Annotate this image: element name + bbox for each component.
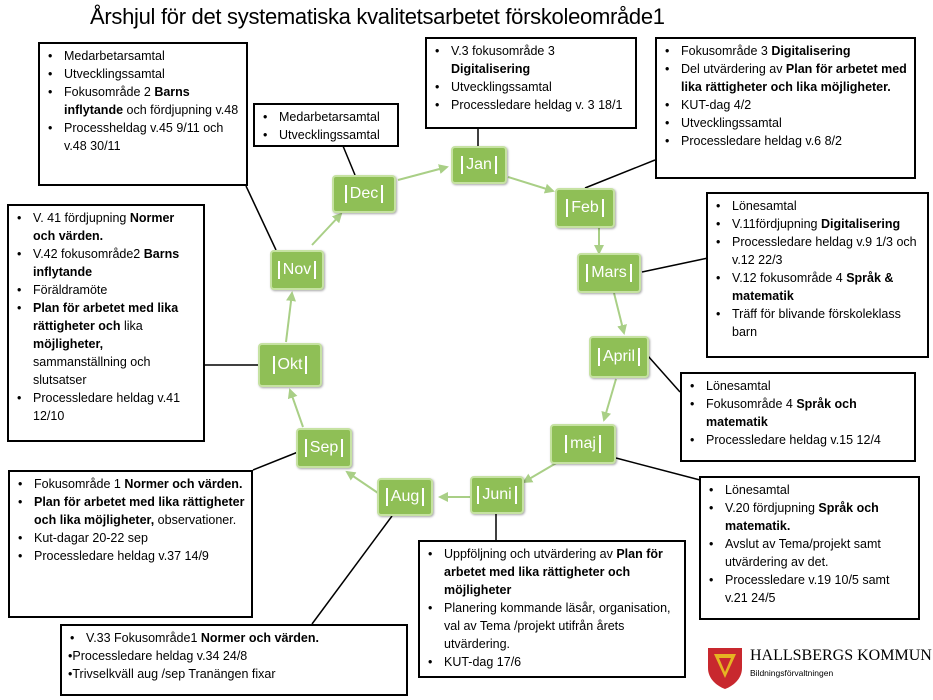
arrow-april-maj xyxy=(601,378,617,422)
list-item: •Trivselkväll aug /sep Tranängen fixar xyxy=(68,667,276,681)
list-item: Plan för arbetet med lika rättigheter oc… xyxy=(15,299,197,389)
box-sep: Fokusområde 1 Normer och värden.Plan för… xyxy=(8,470,253,618)
list-item: Medarbetarsamtal xyxy=(261,108,391,126)
arrow-maj-juni xyxy=(522,461,559,484)
list-item: Lönesamtal xyxy=(688,377,908,395)
box-jan: V.3 fokusområde 3 DigitaliseringUtveckli… xyxy=(425,37,637,129)
list-item: Utvecklingssamtal xyxy=(663,114,908,132)
list-item: •Processledare heldag v.34 24/8 xyxy=(68,649,248,663)
list-item: KUT-dag 4/2 xyxy=(663,96,908,114)
list-item: V.42 fokusområde2 Barns inflytande xyxy=(15,245,197,281)
month-juni: Juni xyxy=(470,476,524,514)
coat-of-arms-icon xyxy=(708,648,742,689)
connector-april xyxy=(647,355,681,393)
box-april: LönesamtalFokusområde 4 Språk och matema… xyxy=(680,372,916,462)
month-okt: Okt xyxy=(258,343,322,387)
box-juni: Uppföljning och utvärdering av Plan för … xyxy=(418,540,686,678)
month-dec: Dec xyxy=(332,175,396,213)
month-april: April xyxy=(589,336,649,378)
logo-subtitle: Bildningsförvaltningen xyxy=(750,668,834,678)
hallsberg-logo: HALLSBERGS KOMMUN Bildningsförvaltningen xyxy=(706,644,932,694)
connector-maj xyxy=(615,457,701,481)
month-sep: Sep xyxy=(296,428,352,468)
list-item: Fokusområde 3 Digitalisering xyxy=(663,42,908,60)
arrow-nov-dec xyxy=(311,212,343,246)
arrow-aug-sep xyxy=(345,470,379,494)
list-item: Lönesamtal xyxy=(714,197,921,215)
list-item: Medarbetarsamtal xyxy=(46,47,240,65)
connector-aug xyxy=(311,515,393,625)
arrow-okt-nov xyxy=(285,291,296,343)
connector-dec xyxy=(342,145,356,176)
month-aug: Aug xyxy=(377,478,433,516)
box-aug: V.33 Fokusområde1 Normer och värden. •Pro… xyxy=(60,624,408,696)
list-item: Avslut av Tema/projekt samt utvärdering … xyxy=(707,535,912,571)
list-item: Processledare heldag v. 3 18/1 xyxy=(433,96,629,114)
list-item: Kut-dagar 20-22 sep xyxy=(16,529,245,547)
arrow-jan-feb xyxy=(507,176,555,194)
list-item: Processledare v.19 10/5 samt v.21 24/5 xyxy=(707,571,912,607)
list-item: Planering kommande läsår, organisation, … xyxy=(426,599,678,653)
list-item: Processledare heldag v.9 1/3 och v.12 22… xyxy=(714,233,921,269)
list-item: Processledare heldag v.41 12/10 xyxy=(15,389,197,425)
list-item: Del utvärdering av Plan för arbetet med … xyxy=(663,60,908,96)
logo-name: HALLSBERGS KOMMUN xyxy=(750,647,932,664)
month-jan: Jan xyxy=(451,146,507,184)
arrow-dec-jan xyxy=(397,164,449,181)
diagram-title: Årshjul för det systematiska kvalitetsar… xyxy=(90,4,665,29)
list-item: Uppföljning och utvärdering av Plan för … xyxy=(426,545,678,599)
list-item: Fokusområde 4 Språk och matematik xyxy=(688,395,908,431)
list-item: Lönesamtal xyxy=(707,481,912,499)
connector-nov xyxy=(245,185,277,251)
list-item: V.11fördjupning Digitalisering xyxy=(714,215,921,233)
box-nov: MedarbetarsamtalUtvecklingssamtalFokusom… xyxy=(38,42,248,186)
list-item: V.12 fokusområde 4 Språk & matematik xyxy=(714,269,921,305)
arrow-mars-april xyxy=(613,292,627,335)
box-feb: Fokusområde 3 DigitaliseringDel utvärder… xyxy=(655,37,916,179)
list-item: V.3 fokusområde 3 Digitalisering xyxy=(433,42,629,78)
list-item: Fokusområde 2 Barns inflytande och fördj… xyxy=(46,83,240,119)
list-item: Föräldramöte xyxy=(15,281,197,299)
list-item: V. 41 fördjupning Normer och värden. xyxy=(15,209,197,245)
box-okt: V. 41 fördjupning Normer och värden.V.42… xyxy=(7,204,205,442)
month-nov: Nov xyxy=(270,250,324,290)
month-maj: maj xyxy=(550,424,616,464)
list-item: Processheldag v.45 9/11 och v.48 30/11 xyxy=(46,119,240,155)
list-item: V.33 Fokusområde1 Normer och värden. xyxy=(68,629,400,647)
list-item: Utvecklingssamtal xyxy=(433,78,629,96)
connector-mars xyxy=(641,257,709,273)
list-item: Utvecklingssamtal xyxy=(46,65,240,83)
list-item: Plan för arbetet med lika rättigheter oc… xyxy=(16,493,245,529)
list-item: KUT-dag 17/6 xyxy=(426,653,678,671)
connector-feb xyxy=(584,159,656,189)
list-item: Processledare heldag v.15 12/4 xyxy=(688,431,908,449)
arrow-sep-okt xyxy=(287,388,304,428)
box-mars: LönesamtalV.11fördjupning Digitalisering… xyxy=(706,192,929,358)
list-item: Fokusområde 1 Normer och värden. xyxy=(16,475,245,493)
box-maj: LönesamtalV.20 fördjupning Språk och mat… xyxy=(699,476,920,620)
month-feb: Feb xyxy=(555,188,615,228)
list-item: V.20 fördjupning Språk och matematik. xyxy=(707,499,912,535)
list-item: Processledare heldag v.6 8/2 xyxy=(663,132,908,150)
month-mars: Mars xyxy=(577,253,641,293)
box-dec: MedarbetarsamtalUtvecklingssamtal xyxy=(253,103,399,147)
list-item: Träff för blivande förskoleklass barn xyxy=(714,305,921,341)
list-item: Processledare heldag v.37 14/9 xyxy=(16,547,245,565)
connector-sep xyxy=(252,451,299,471)
list-item: Utvecklingssamtal xyxy=(261,126,391,144)
